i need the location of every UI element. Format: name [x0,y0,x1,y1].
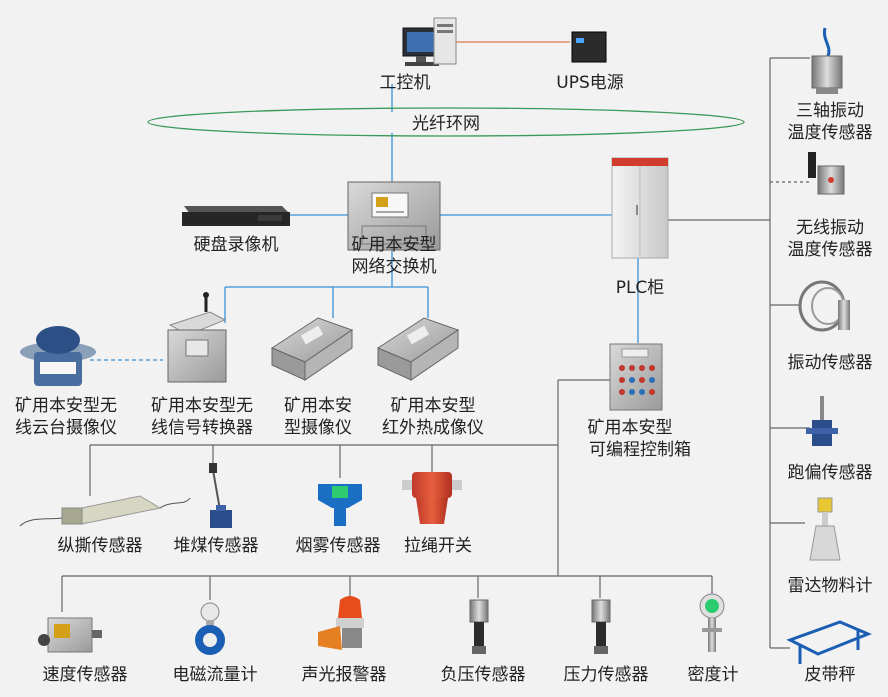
deviation-sensor-label: 跑偏传感器 [788,463,873,483]
pressure-sensor-label: 压力传感器 [564,665,649,685]
tear-sensor-label: 纵撕传感器 [58,536,143,556]
alarm-icon[interactable] [318,596,364,650]
switch-label-line1: 矿用本安型 [352,235,437,255]
flow-meter-label: 电磁流量计 [173,665,258,685]
converter-label-line2: 线信号转换器 [151,418,253,438]
belt-scale-label: 皮带秤 [805,665,856,685]
ring-label: 光纤环网 [412,114,480,134]
negative-pressure-icon[interactable] [469,599,489,654]
vibration-sensor-label: 振动传感器 [788,353,873,373]
alarm-label: 声光报警器 [302,665,387,685]
smoke-sensor-icon[interactable] [318,484,362,526]
wire-lines [61,57,810,649]
converter-label-line1: 矿用本安型无 [151,396,253,416]
mining-camera-icon[interactable] [270,317,354,381]
control-box-label-line2: 可编程控制箱 [589,440,691,460]
switch-label-line2: 网络交换机 [352,257,437,277]
ptz-label-line2: 线云台摄像仪 [15,418,117,438]
control-box-label-line1: 矿用本安型 [588,418,673,438]
ipc-label: 工控机 [380,73,431,93]
speed-sensor-icon[interactable] [38,617,102,653]
signal-converter-icon[interactable] [167,292,227,383]
thermal-label-line1: 矿用本安型 [391,396,476,416]
camera-label-line2: 型摄像仪 [284,418,352,438]
negative-pressure-label: 负压传感器 [441,665,526,685]
vibration-sensor-icon[interactable] [798,280,850,332]
speed-sensor-label: 速度传感器 [43,665,128,685]
ptz-camera-icon[interactable] [20,326,96,386]
network-lines [90,84,639,361]
belt-scale-icon[interactable] [786,620,872,664]
wireless-vibration-label-line2: 温度传感器 [788,240,873,260]
density-meter-label: 密度计 [688,665,739,685]
deviation-sensor-icon[interactable] [806,396,838,446]
smoke-sensor-label: 烟雾传感器 [296,536,381,556]
wireless-vibration-label-line1: 无线振动 [796,218,864,238]
thermal-label-line2: 红外热成像仪 [382,418,484,438]
pull-switch-label: 拉绳开关 [404,536,472,556]
triaxial-label-line1: 三轴振动 [796,101,864,121]
flow-meter-icon[interactable] [195,602,225,655]
coal-sensor-label: 堆煤传感器 [174,536,259,556]
network-switch-icon[interactable] [347,181,441,251]
radar-level-label: 雷达物料计 [788,576,873,596]
plc-cabinet-label: PLC柜 [616,278,665,298]
thermal-camera-icon[interactable] [376,317,460,381]
density-meter-icon[interactable] [699,593,725,652]
tear-sensor-icon[interactable] [19,495,191,527]
coal-sensor-icon[interactable] [209,463,232,528]
fiber-ring [147,107,745,137]
ptz-label-line1: 矿用本安型无 [15,396,117,416]
radar-level-icon[interactable] [809,497,841,561]
plc-cabinet-icon[interactable] [611,157,669,259]
pull-switch-icon[interactable] [402,472,462,524]
wireless-vibration-icon[interactable] [808,152,845,195]
camera-label-line1: 矿用本安 [284,396,352,416]
triaxial-vibration-icon[interactable] [811,27,843,94]
nvr-icon[interactable] [182,206,290,226]
nvr-label: 硬盘录像机 [194,235,279,255]
industrial-pc-icon[interactable] [402,17,457,66]
triaxial-label-line2: 温度传感器 [788,123,873,143]
control-box-icon[interactable] [609,343,663,411]
pressure-sensor-icon[interactable] [591,599,611,654]
ups-icon[interactable] [571,31,607,63]
ups-label: UPS电源 [556,73,624,93]
